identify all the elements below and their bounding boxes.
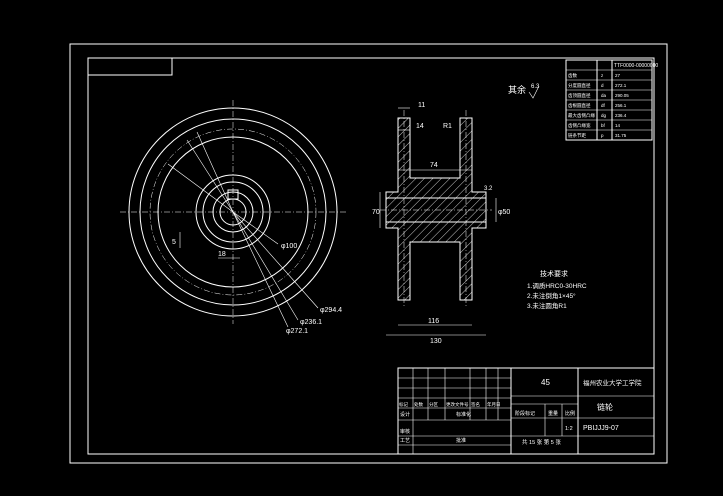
params-table: TTF0000-00000000 齿数 z 27 分度圆直径 d 272.1 齿顶圆直径 da… [565,59,658,141]
tb-label-count: 处数 [414,401,423,408]
params-row-value: 14 [615,123,621,128]
tech-item-1: 1.调质HRC0-30HRC [527,281,587,290]
tb-label-craft: 工艺 [400,438,410,444]
params-row-symbol: d [601,83,604,88]
params-row-name: 齿侧凸缘宽 [568,122,591,129]
dim-116: 116 [428,318,439,325]
params-row-name: 齿数 [568,72,577,79]
params-row-symbol: p [601,133,604,138]
tb-label-date: 年月日 [487,401,501,408]
dim-18: 18 [218,251,226,258]
tech-item-2: 2.未注倒角1×45° [527,291,576,300]
params-row-symbol: da [601,93,607,98]
roughness-32: 3.2 [484,186,493,192]
title-block-frame [397,367,655,455]
dim-5: 5 [172,239,176,246]
params-row-value: 31.75 [615,133,627,138]
corner-code-box [87,57,173,76]
section-view: 11 14 74 70 φ50 116 130 R1 3.2 [372,102,510,345]
roughness-symbol-icon [528,85,540,99]
radial-line-2 [167,163,234,213]
tb-label-approve: 批准 [456,437,466,444]
tb-part-name: 链轮 [597,402,613,412]
tb-stage-label: 阶段标记 [515,410,535,417]
dim-70: 70 [372,209,380,216]
params-row-name: 链条节距 [568,132,586,139]
surface-finish-value: 6.3 [531,84,540,90]
params-row-name: 齿顶圆直径 [568,92,591,99]
params-row-symbol: z [601,73,604,78]
tb-scale: 1:2 [565,426,573,432]
dim-11: 11 [418,102,425,109]
tb-label-change-doc: 更改文件号 [446,401,469,408]
tb-weight-label: 重量 [548,410,558,417]
title-block: 标记 处数 分区 更改文件号 签名 年月日 设计 标准化 审核 工艺 批准 45… [397,367,655,455]
params-row-value: 236.4 [615,113,627,118]
params-rows: 齿数 z 27 分度圆直径 d 272.1 齿顶圆直径 da 290.05 齿根圆直径 df 256.… [566,69,652,139]
tb-label-review: 审核 [400,428,410,435]
radial-line-3 [196,131,234,213]
params-row-symbol: df [601,103,606,108]
dim-2721: φ272.1 [286,328,308,335]
radius-r1: R1 [443,123,452,130]
radial-line-1 [186,139,234,213]
surface-finish-label: 其余 [508,84,526,95]
inner-frame [87,57,655,455]
outer-frame [69,43,668,464]
tb-scale-num: 45 [541,378,550,387]
params-row-symbol: dg [601,113,607,118]
tb-ratio-label: 比例 [565,410,575,417]
leader-100 [232,211,279,245]
tech-item-3: 3.未注圆角R1 [527,301,567,310]
section-hatch [385,117,487,301]
dim-130: 130 [430,338,442,345]
tb-drawing-no: PBIJJJ9-07 [583,425,619,432]
tech-title: 技术要求 [540,269,568,278]
tb-label-design: 设计 [400,411,410,418]
leader-2944 [232,211,319,309]
params-row-value: 27 [615,73,621,78]
dim-14: 14 [416,123,424,130]
params-row-name: 齿根圆直径 [568,102,591,109]
tb-sheet: 共 15 张 第 5 张 [522,438,561,446]
front-view: φ100 φ294.4 φ272.1 φ236.1 5 18 [120,100,346,335]
leader-2361 [232,211,299,321]
params-header: TTF0000-00000000 [614,63,658,69]
tb-label-std: 标准化 [456,411,471,418]
params-row-name: 最大齿侧凸缘 [568,112,595,119]
dim-50: φ50 [498,209,510,216]
tech-requirements: 技术要求 1.调质HRC0-30HRC 2.未注倒角1×45° 3.未注圆角R1 [527,269,587,310]
dim-2944: φ294.4 [320,307,342,314]
params-row-name: 分度圆直径 [568,82,591,89]
tb-school: 福州农业大学工学院 [583,378,642,387]
params-row-value: 272.1 [615,83,627,88]
dim-100: φ100 [281,243,297,250]
dim-2361: φ236.1 [300,319,322,326]
params-row-value: 290.05 [615,93,629,98]
dim-74: 74 [430,162,438,169]
tb-label-mark: 标记 [399,401,408,408]
params-row-symbol: bf [601,123,606,128]
leader-2721 [232,211,289,328]
tb-label-sign: 签名 [471,401,480,408]
tb-label-zone: 分区 [429,401,438,408]
params-row-value: 256.1 [615,103,627,108]
